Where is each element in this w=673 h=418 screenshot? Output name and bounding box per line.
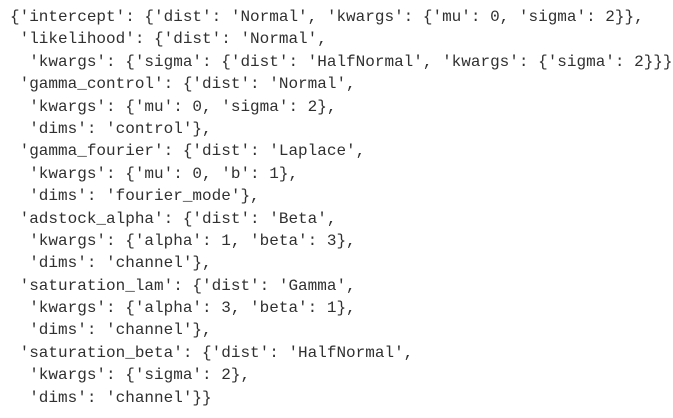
output-line: {'intercept': {'dist': 'Normal', 'kwargs… xyxy=(10,8,644,26)
output-line: 'kwargs': {'alpha': 1, 'beta': 3}, xyxy=(10,231,356,250)
output-line: 'dims': 'control'}, xyxy=(10,119,212,138)
output-line: 'kwargs': {'mu': 0, 'sigma': 2}, xyxy=(10,97,337,116)
output-line: 'dims': 'fourier_mode'}, xyxy=(10,187,260,206)
output-line: 'gamma_fourier': {'dist': 'Laplace', xyxy=(10,142,366,161)
output-line: 'kwargs': {'sigma': {'dist': 'HalfNormal… xyxy=(10,52,673,71)
output-line: 'kwargs': {'sigma': 2}, xyxy=(10,366,251,385)
output-line: 'saturation_lam': {'dist': 'Gamma', xyxy=(10,276,356,295)
output-line: 'kwargs': {'mu': 0, 'b': 1}, xyxy=(10,164,299,183)
output-line: 'saturation_beta': {'dist': 'HalfNormal'… xyxy=(10,343,414,362)
output-line: 'dims': 'channel'}} xyxy=(10,388,212,407)
output-line: 'kwargs': {'alpha': 3, 'beta': 1}, xyxy=(10,299,356,318)
output-line: 'likelihood': {'dist': 'Normal', xyxy=(10,30,327,49)
output-line: 'dims': 'channel'}, xyxy=(10,254,212,273)
cell-output: {'intercept': {'dist': 'Normal', 'kwargs… xyxy=(10,6,673,409)
output-line: 'dims': 'channel'}, xyxy=(10,321,212,340)
output-line: 'adstock_alpha': {'dist': 'Beta', xyxy=(10,209,337,228)
output-line: 'gamma_control': {'dist': 'Normal', xyxy=(10,75,356,94)
